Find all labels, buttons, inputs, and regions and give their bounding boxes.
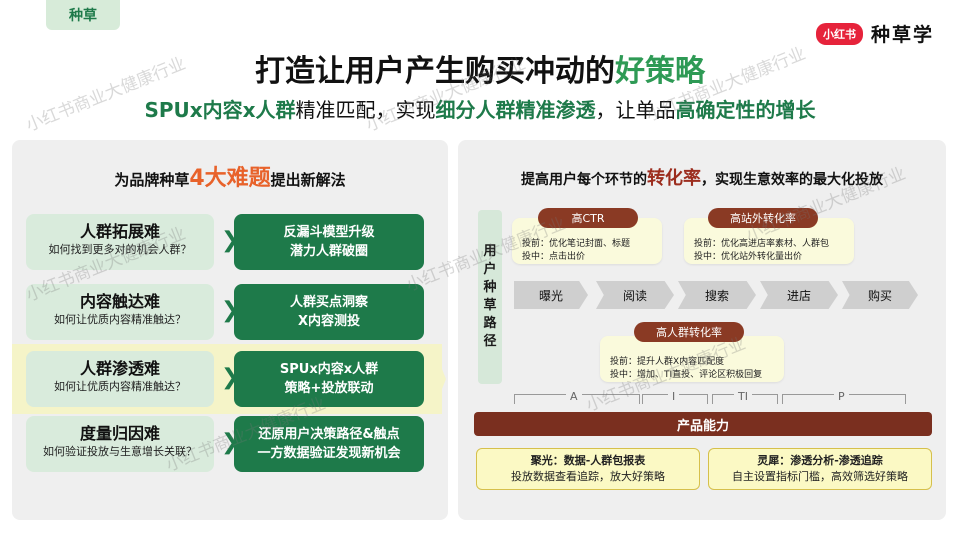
section-tag: 种草 xyxy=(46,0,120,30)
problem-card: 人群渗透难 如何让优质内容精准触达？ xyxy=(26,351,214,407)
user-path-label: 用户种 草路径 xyxy=(478,210,502,384)
audience-tag: 高人群转化率 xyxy=(634,322,744,342)
xiaohongshu-logo-icon: 小红书 xyxy=(815,22,863,45)
stage-search: 搜索 xyxy=(678,281,756,309)
aipl-a: A xyxy=(566,390,582,403)
feature-card: 聚光：数据-人群包报表投放数据查看追踪，放大好策略 xyxy=(476,448,700,490)
conversion-title: 提高用户每个环节的转化率，实现生意效率的最大化投放 xyxy=(521,168,883,189)
stage-read: 阅读 xyxy=(596,281,674,309)
highlight-arrow xyxy=(432,344,446,414)
logo-text: 种草学 xyxy=(870,24,934,46)
aipl-ti: TI xyxy=(734,390,752,403)
problem-card: 度量归因难 如何验证投放与生意增长关联？ xyxy=(26,416,214,472)
problem-title: 人群拓展难 xyxy=(79,222,160,241)
aipl-i: I xyxy=(668,390,680,403)
solution-card: 反漏斗模型升级潜力人群破圈 xyxy=(234,214,424,270)
problems-panel: 为品牌种草4大难题提出新解法 人群拓展难 如何找到更多对的机会人群？ ❯ 反漏斗… xyxy=(12,140,448,520)
problem-title: 度量归因难 xyxy=(79,424,160,443)
offsite-tag: 高站外转化率 xyxy=(708,208,818,228)
problem-question: 如何让优质内容精准触达？ xyxy=(54,380,186,393)
ctr-card: 投前：优化笔记封面、标题投中：点击出价 xyxy=(512,218,662,264)
problem-question: 如何验证投放与生意增长关联？ xyxy=(43,445,197,458)
brand-logo: 小红书 种草学 xyxy=(815,20,934,47)
page-title: 打造让用户产生购买冲动的好策略 xyxy=(255,54,705,89)
problems-title: 为品牌种草4大难题提出新解法 xyxy=(114,166,346,191)
audience-card: 投前：提升人群X内容匹配度投中：增加、TI直投、评论区积极回复 xyxy=(600,336,784,382)
aipl-p: P xyxy=(834,390,849,403)
solution-card: SPUx内容x人群策略+投放联动 xyxy=(234,351,424,407)
feature-card: 灵犀：渗透分析-渗透追踪自主设置指标门槛，高效筛选好策略 xyxy=(708,448,932,490)
product-capability-bar: 产品能力 xyxy=(474,412,932,436)
problem-card: 内容触达难 如何让优质内容精准触达？ xyxy=(26,284,214,340)
ctr-tag: 高CTR xyxy=(538,208,638,228)
conversion-panel: 提高用户每个环节的转化率，实现生意效率的最大化投放 用户种 草路径 投前：优化笔… xyxy=(458,140,946,520)
problem-question: 如何让优质内容精准触达？ xyxy=(54,313,186,326)
problem-card: 人群拓展难 如何找到更多对的机会人群？ xyxy=(26,214,214,270)
problem-title: 人群渗透难 xyxy=(79,359,160,378)
problem-question: 如何找到更多对的机会人群？ xyxy=(48,243,192,256)
stage-store: 进店 xyxy=(760,281,838,309)
stage-purchase: 购买 xyxy=(842,281,918,309)
stage-exposure: 曝光 xyxy=(514,281,588,309)
solution-card: 还原用户决策路径&触点一方数据验证发现新机会 xyxy=(234,416,424,472)
problem-title: 内容触达难 xyxy=(79,292,160,311)
page-subtitle: SPUx内容x人群精准匹配，实现细分人群精准渗透，让单品高确定性的增长 xyxy=(144,98,816,122)
